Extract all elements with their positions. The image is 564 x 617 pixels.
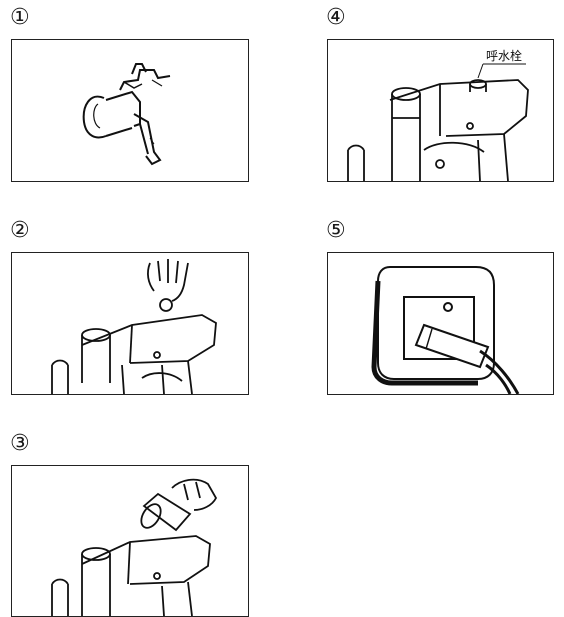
power-plug-outlet-illustration: [328, 253, 553, 394]
faucet-illustration: [12, 40, 248, 181]
step-2-number: ②: [10, 220, 30, 242]
step-4-number: ④: [326, 7, 346, 29]
step-5-number: ⑤: [326, 220, 346, 242]
step-2-panel: [11, 252, 249, 395]
pump-valve-open-illustration: [12, 253, 248, 394]
step-5-panel: [327, 252, 554, 395]
step-3-panel: [11, 465, 249, 617]
step-4-panel: 呼水栓: [327, 39, 554, 182]
pump-priming-illustration: [12, 466, 248, 616]
step-1-panel: [11, 39, 249, 182]
prime-plug-label: 呼水栓: [486, 47, 522, 64]
step-1-number: ①: [10, 7, 30, 29]
step-3-number: ③: [10, 433, 30, 455]
